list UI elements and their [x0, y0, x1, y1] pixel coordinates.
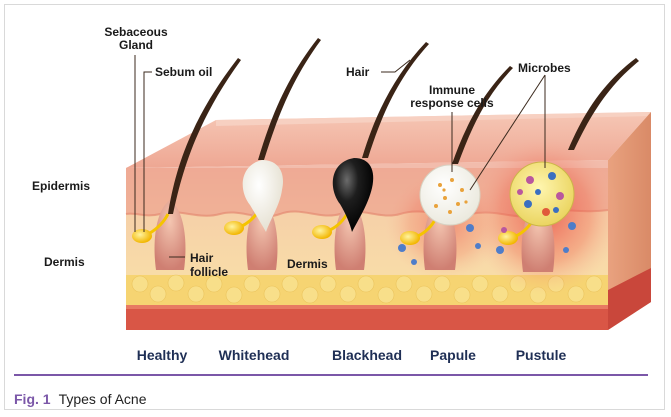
hair-follicle-label-line1: Hair — [190, 251, 213, 265]
stage-label-papule: Papule — [430, 347, 476, 363]
microbes-label: Microbes — [518, 62, 571, 75]
figure-caption-text: Types of Acne — [59, 391, 147, 407]
figure-number: Fig. 1 — [14, 391, 51, 407]
figure-caption: Fig. 1 Types of Acne — [14, 391, 147, 407]
sebaceous-gland-label-line2: Gland — [119, 38, 153, 52]
sebaceous-gland-label-line1: Sebaceous — [104, 25, 167, 39]
immune-label-line2: response cells — [410, 96, 493, 110]
stage-label-pustule: Pustule — [516, 347, 567, 363]
hair-label: Hair — [346, 66, 369, 79]
epidermis-label: Epidermis — [32, 180, 90, 193]
sebum-oil-label: Sebum oil — [155, 66, 212, 79]
immune-response-cells-label: Immune response cells — [402, 84, 502, 110]
dermis-label: Dermis — [44, 256, 85, 269]
dermis-inner-label: Dermis — [287, 258, 328, 271]
hair-follicle-label: Hair follicle — [190, 251, 228, 279]
sebaceous-gland-label: Sebaceous Gland — [103, 26, 169, 52]
stage-label-blackhead: Blackhead — [332, 347, 402, 363]
immune-label-line1: Immune — [429, 83, 475, 97]
caption-divider — [14, 374, 648, 376]
hair-follicle-label-line2: follicle — [190, 265, 228, 279]
stage-label-whitehead: Whitehead — [219, 347, 290, 363]
papule-lesion — [420, 165, 480, 225]
stage-label-healthy: Healthy — [137, 347, 188, 363]
